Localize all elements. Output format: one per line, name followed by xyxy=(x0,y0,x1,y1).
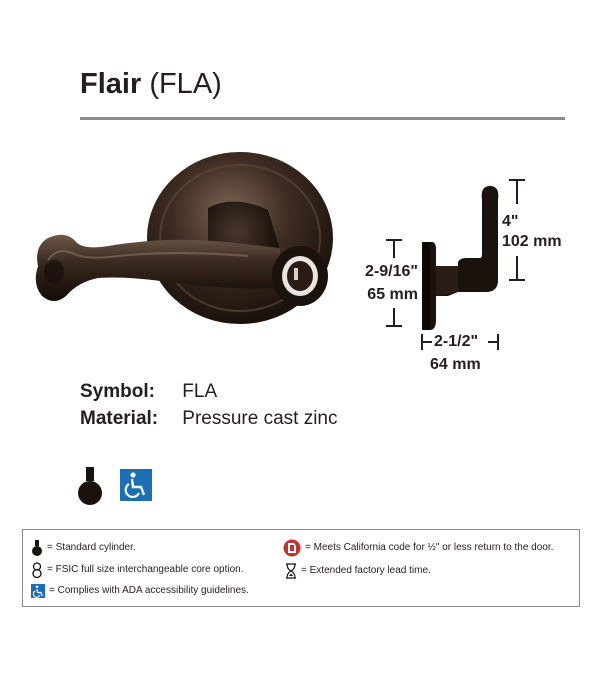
spec-row-symbol: Symbol: FLA xyxy=(80,378,338,405)
projection-inches: 2-1/2" xyxy=(434,333,479,350)
standard-cylinder-icon xyxy=(32,540,42,556)
standard-cylinder-icon xyxy=(78,467,102,505)
spec-row-material: Material: Pressure cast zinc xyxy=(80,405,338,432)
projection-mm: 64 mm xyxy=(430,356,481,373)
legend-lead-time: = Extended factory lead time. xyxy=(285,563,431,579)
legend-fsic: = FSIC full size interchangeable core op… xyxy=(31,562,244,578)
legend-text-california: = Meets California code for ½" or less r… xyxy=(305,542,554,553)
spec-list: Symbol: FLA Material: Pressure cast zinc xyxy=(80,378,338,432)
material-label: Material: xyxy=(80,408,159,429)
title-divider xyxy=(80,117,565,120)
legend-text-ada: = Complies with ADA accessibility guidel… xyxy=(49,585,249,596)
height-inches: 4" xyxy=(502,213,519,230)
fsic-core-icon xyxy=(32,562,42,578)
symbol-label: Symbol: xyxy=(80,381,155,402)
california-code-icon xyxy=(283,539,301,557)
product-name: Flair xyxy=(80,68,142,100)
legend-ada: = Complies with ADA accessibility guidel… xyxy=(31,584,249,598)
legend-text-standard-cylinder: = Standard cylinder. xyxy=(47,542,136,553)
feature-icons xyxy=(78,467,152,505)
hourglass-icon xyxy=(286,563,296,579)
wheelchair-icon xyxy=(120,469,152,501)
symbol-value: FLA xyxy=(182,381,218,402)
lever-product-image xyxy=(35,152,333,324)
material-value: Pressure cast zinc xyxy=(182,408,338,429)
legend-california: = Meets California code for ½" or less r… xyxy=(283,539,553,557)
legend-standard-cylinder: = Standard cylinder. xyxy=(31,540,136,556)
page-title: Flair (FLA) xyxy=(80,68,222,101)
height-mm: 102 mm xyxy=(502,233,562,250)
legend-box: = Standard cylinder. = FSIC full size in… xyxy=(22,529,580,607)
legend-text-fsic: = FSIC full size interchangeable core op… xyxy=(47,564,244,575)
backset-mm: 65 mm xyxy=(367,286,418,303)
legend-text-lead-time: = Extended factory lead time. xyxy=(301,565,431,576)
backset-inches: 2-9/16" xyxy=(365,263,418,280)
lever-profile-diagram xyxy=(386,179,525,350)
wheelchair-icon xyxy=(31,584,45,598)
product-code: (FLA) xyxy=(149,68,222,100)
